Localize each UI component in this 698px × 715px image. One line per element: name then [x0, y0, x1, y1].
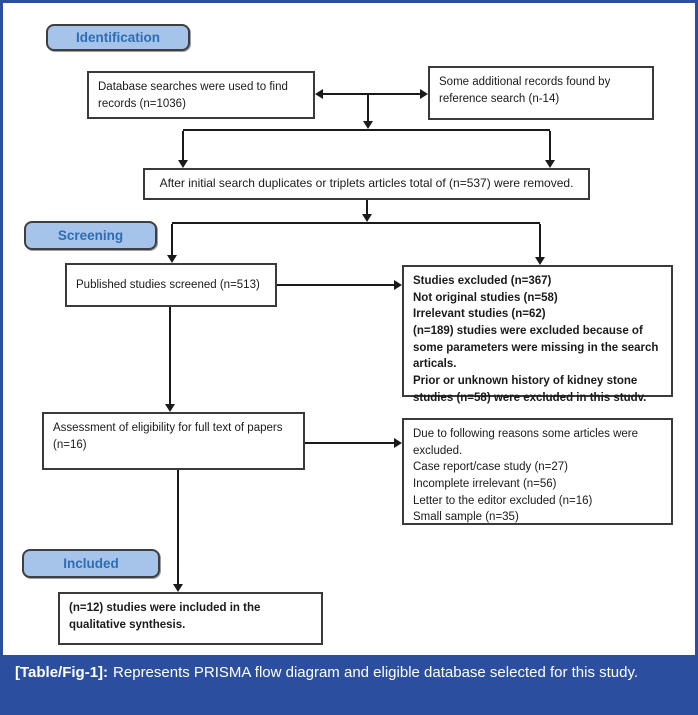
stage-label: Included — [63, 556, 119, 571]
box-eligibility-excluded: Due to following reasons some articles w… — [402, 418, 673, 525]
stage-badge-screening: Screening — [24, 221, 157, 250]
stage-label: Identification — [76, 30, 160, 45]
arrowhead-right-icon — [394, 438, 402, 448]
connector-tbar-2-right-drop — [539, 224, 541, 257]
box-included-studies: (n=12) studies were included in the qual… — [58, 592, 323, 645]
connector-tbar-2 — [172, 222, 540, 224]
box-database-search: Database searches were used to find reco… — [87, 71, 315, 119]
arrowhead-right-icon — [394, 280, 402, 290]
connector-top-double-line — [320, 93, 423, 95]
arrowhead-down-icon — [178, 160, 188, 168]
arrowhead-down-icon — [173, 584, 183, 592]
box-eligibility-assessment: Assessment of eligibility for full text … — [42, 412, 305, 470]
connector-top-center-drop — [367, 95, 369, 121]
figure-caption: [Table/Fig-1]:Represents PRISMA flow dia… — [3, 655, 695, 712]
arrowhead-down-icon — [167, 255, 177, 263]
connector-widebox-drop — [366, 200, 368, 214]
arrowhead-right-icon — [420, 89, 428, 99]
connector-eligibility-to-included — [177, 470, 179, 584]
connector-tbar-1 — [183, 129, 550, 131]
stage-label: Screening — [57, 228, 124, 243]
arrowhead-down-icon — [545, 160, 555, 168]
connector-tbar-1-right-drop — [549, 131, 551, 160]
arrowhead-left-icon — [315, 89, 323, 99]
box-duplicates-removed: After initial search duplicates or tripl… — [143, 168, 590, 200]
figure-caption-text: Represents PRISMA flow diagram and eligi… — [113, 664, 639, 681]
box-studies-screened: Published studies screened (n=513) — [65, 263, 277, 307]
connector-tbar-1-left-drop — [182, 131, 184, 160]
arrowhead-down-icon — [535, 257, 545, 265]
arrowhead-down-icon — [362, 214, 372, 222]
stage-badge-included: Included — [22, 549, 160, 578]
stage-badge-identification: Identification — [46, 24, 190, 51]
connector-screened-to-excluded — [277, 284, 394, 286]
box-screening-excluded: Studies excluded (n=367) Not original st… — [402, 265, 673, 404]
arrowhead-down-icon — [363, 121, 373, 129]
figure-caption-label: [Table/Fig-1]: — [15, 664, 109, 681]
connector-tbar-2-left-drop — [171, 224, 173, 255]
arrowhead-down-icon — [165, 404, 175, 412]
box-additional-records: Some additional records found by referen… — [428, 66, 654, 120]
connector-screened-to-eligibility — [169, 307, 171, 404]
connector-eligibility-to-excluded — [305, 442, 394, 444]
